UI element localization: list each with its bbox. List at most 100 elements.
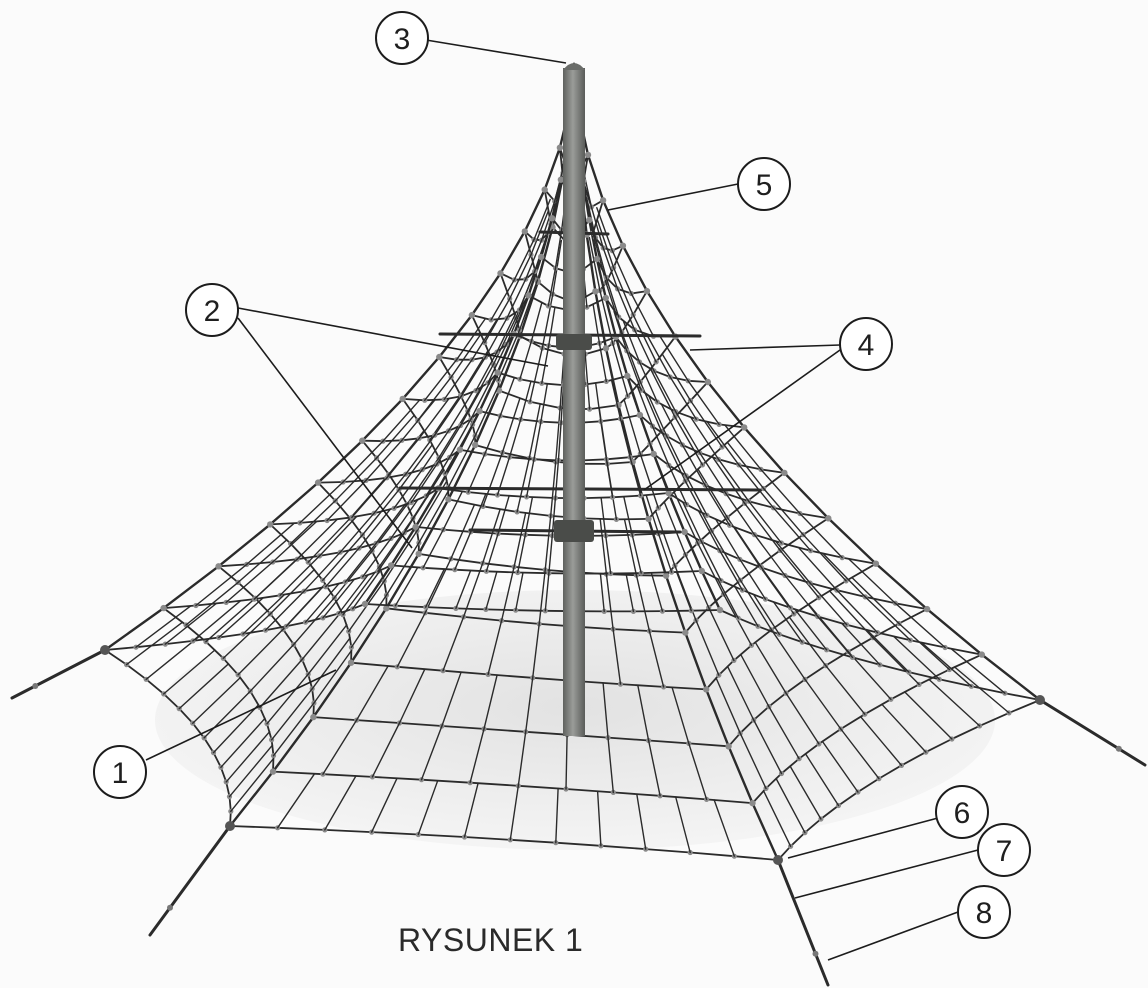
callout-6-number: 6	[954, 797, 971, 830]
radial-rope-segment	[864, 596, 912, 641]
ring-rope-segment	[498, 389, 531, 403]
edge-connector	[456, 446, 464, 453]
ring-rope-segment	[212, 751, 222, 769]
radial-rope-segment	[424, 359, 458, 401]
edge-rope-segment	[980, 653, 1042, 702]
radial-rope-segment	[342, 440, 384, 483]
ring-rope-segment	[321, 773, 374, 778]
edge-rope-segment	[543, 146, 562, 191]
ring-rope-segment	[706, 514, 731, 527]
edge-rope-segment	[664, 574, 687, 634]
radial-rope-segment	[847, 651, 892, 700]
radial-rope-segment	[645, 494, 660, 535]
ring-rope-segment	[400, 437, 421, 442]
edge-connector	[593, 255, 601, 263]
callout-5: 5	[737, 157, 791, 211]
radial-rope-segment	[762, 487, 804, 536]
radial-rope-segment	[303, 551, 341, 592]
ring-rope-segment	[292, 643, 304, 661]
callout-4: 4	[839, 317, 893, 371]
ring-rope-segment	[421, 463, 438, 471]
edge-connector	[599, 197, 607, 204]
edge-connector	[665, 489, 672, 497]
radial-rope-segment	[318, 515, 358, 557]
ring-rope-segment	[125, 663, 148, 681]
radial-rope-segment	[836, 589, 879, 634]
radial-rope-segment	[418, 398, 450, 439]
ring-rope-segment	[422, 566, 456, 571]
ring-rope-segment	[584, 347, 607, 356]
edge-connector	[468, 311, 476, 319]
ring-rope-segment	[361, 439, 378, 459]
edge-rope-segment	[700, 569, 722, 612]
ring-rope-segment	[925, 738, 953, 753]
ring-rope-segment	[339, 547, 360, 554]
radial-rope-segment	[434, 395, 462, 436]
radial-rope-segment	[191, 676, 242, 724]
radial-rope-segment	[324, 775, 357, 831]
ring-rope-segment	[662, 686, 708, 691]
radial-rope-segment	[599, 518, 608, 575]
ring-rope-segment	[470, 314, 493, 321]
anchor-turnbuckle	[1115, 745, 1122, 752]
ring-rope-segment	[631, 532, 660, 536]
radial-rope-segment	[605, 281, 623, 333]
ring-rope-segment	[753, 533, 783, 544]
radial-rope-segment	[533, 420, 542, 460]
radial-rope-segment	[375, 504, 406, 545]
radial-rope-segment	[953, 666, 1010, 714]
radial-rope-segment	[547, 267, 557, 307]
radial-rope-segment	[768, 705, 800, 760]
radial-rope-segment	[382, 399, 421, 442]
ring-rope-segment	[382, 439, 403, 443]
ring-rope-segment	[725, 492, 750, 503]
ring-rope-segment	[282, 628, 295, 646]
radial-rope-segment	[697, 468, 728, 519]
ring-rope-segment	[301, 658, 310, 676]
radial-rope-segment	[717, 578, 739, 619]
radial-rope-segment	[541, 345, 550, 384]
ring-rope-segment	[581, 458, 608, 462]
edge-connector	[436, 353, 443, 361]
ring-rope-segment	[496, 371, 521, 381]
radial-rope-segment	[371, 722, 401, 778]
ring-rope-segment	[269, 523, 292, 545]
radial-rope-segment	[674, 416, 704, 466]
radial-rope-segment	[299, 481, 344, 524]
radial-rope-segment	[753, 533, 786, 577]
radial-rope-segment	[454, 531, 472, 571]
radial-rope-segment	[470, 379, 492, 420]
radial-rope-segment	[436, 424, 462, 465]
ring-rope-segment	[612, 628, 651, 632]
pole-shaft	[563, 68, 585, 736]
ring-rope-segment	[717, 458, 740, 466]
edge-rope-segment	[743, 426, 786, 475]
edge-rope-segment	[647, 517, 668, 577]
radial-rope-segment	[739, 558, 767, 600]
radial-rope-segment	[520, 380, 532, 421]
ring-rope-segment	[738, 558, 763, 569]
ring-rope-segment	[514, 609, 547, 612]
edge-rope-segment	[683, 530, 703, 573]
edge-rope-segment	[523, 188, 546, 233]
radial-rope-segment	[508, 418, 522, 458]
radial-rope-segment	[602, 247, 619, 290]
radial-rope-segment	[623, 321, 641, 363]
ring-rope-segment	[879, 663, 910, 673]
callout-6: 6	[935, 785, 989, 839]
radial-rope-segment	[269, 568, 316, 615]
ring-rope-segment	[298, 519, 329, 524]
radial-rope-segment	[775, 540, 811, 584]
edge-rope-segment	[595, 257, 607, 300]
ring-rope-segment	[718, 549, 741, 561]
ring-rope-segment	[321, 612, 340, 619]
radial-rope-segment	[242, 594, 285, 635]
edge-connector	[548, 215, 556, 222]
ring-rope-segment	[370, 831, 420, 836]
ring-rope-segment	[497, 532, 527, 536]
radial-rope-segment	[365, 439, 403, 482]
radial-rope-segment	[259, 658, 303, 709]
radial-rope-segment	[671, 686, 690, 745]
ring-rope-segment	[789, 831, 806, 848]
radial-rope-segment	[657, 533, 673, 573]
